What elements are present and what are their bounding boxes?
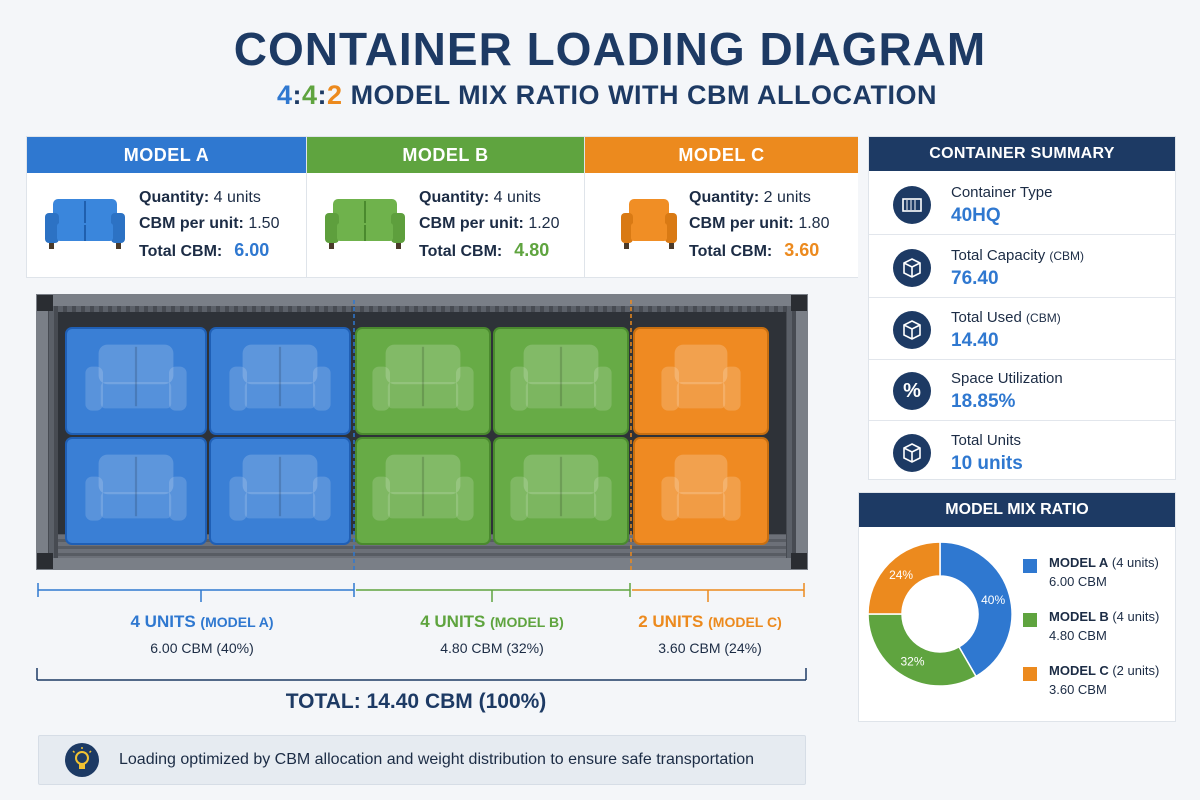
ratio-a: 4 (276, 80, 293, 110)
summary-row-utilization: % Space Utilization 18.85% (869, 359, 1175, 421)
model-card-title: MODEL B (307, 137, 584, 173)
sofa-icon (325, 199, 405, 249)
model-mix-panel: MODEL MIX RATIO 40%32%24% MODEL A (4 uni… (858, 492, 1176, 722)
model-card-title: MODEL C (585, 137, 858, 173)
qty-value: 4 units (213, 189, 261, 206)
summary-row-units: Total Units 10 units (869, 421, 1175, 479)
donut-slice (867, 613, 978, 687)
total-value: 3.60 (784, 240, 820, 260)
allocation-brackets (37, 583, 805, 602)
capacity-value: 76.40 (951, 268, 999, 289)
qty-value: 2 units (763, 189, 811, 206)
summary-title: CONTAINER SUMMARY (869, 137, 1175, 171)
cbm-label: CBM per unit: (689, 215, 794, 232)
mix-title: MODEL MIX RATIO (859, 493, 1175, 527)
cargo-box-b (493, 437, 629, 545)
total-value: 6.00 (234, 240, 270, 260)
donut-slice-label: 24% (889, 568, 913, 582)
container-summary-panel: CONTAINER SUMMARY Container Type 40HQ To… (868, 136, 1176, 480)
subtitle-text: MODEL MIX RATIO WITH CBM ALLOCATION (342, 80, 938, 110)
allocation-detail-b: 4.80 CBM (32%) (440, 640, 544, 656)
cbm-label: CBM per unit: (419, 215, 524, 232)
cargo-box-c (633, 327, 769, 435)
box-icon (893, 311, 931, 349)
allocation-detail-c: 3.60 CBM (24%) (658, 640, 762, 656)
total-label: Total CBM: (689, 243, 773, 260)
cbm-value: 1.50 (248, 215, 280, 232)
allocation-label-a: 4 UNITS (MODEL A) (130, 612, 274, 631)
units-value: 10 units (951, 453, 1023, 474)
total-label: Total CBM: (139, 243, 223, 260)
box-icon (893, 249, 931, 287)
total-bracket (36, 668, 807, 681)
summary-row-used: Total Used (CBM) 14.40 (869, 298, 1175, 360)
model-card-title: MODEL A (27, 137, 306, 173)
donut-slice-label: 32% (900, 655, 924, 669)
cbm-label: CBM per unit: (139, 215, 244, 232)
cargo-box-a (209, 327, 351, 435)
cargo-box-a (65, 437, 207, 545)
total-cbm: TOTAL: 14.40 CBM (100%) (285, 690, 547, 713)
ratio-c: 2 (327, 80, 343, 110)
cbm-value: 1.20 (528, 215, 560, 232)
donut-slice-label: 40% (981, 593, 1005, 607)
percent-icon: % (893, 372, 931, 410)
info-text: Loading optimized by CBM allocation and … (119, 751, 755, 768)
model-card-b: MODEL B Quantity: 4 units CBM per unit: … (306, 136, 584, 278)
container-diagram (36, 294, 808, 584)
model-card-c: MODEL C Quantity: 2 units CBM per unit: … (584, 136, 858, 278)
allocation-detail-a: 6.00 CBM (40%) (150, 640, 254, 656)
qty-label: Quantity: (419, 189, 490, 206)
sofa-icon (45, 199, 125, 249)
cargo-box-b (355, 437, 491, 545)
allocation-label-c: 2 UNITS (MODEL C) (638, 612, 782, 631)
used-value: 14.40 (951, 330, 999, 351)
info-banner: Loading optimized by CBM allocation and … (38, 735, 806, 785)
page-title: CONTAINER LOADING DIAGRAM (233, 23, 987, 75)
cargo-box-b (355, 327, 491, 435)
donut-slice (939, 541, 1013, 678)
total-value: 4.80 (514, 240, 550, 260)
model-card-a: MODEL A Quantity: 4 units CBM per unit: … (26, 136, 306, 278)
cargo-box-c (633, 437, 769, 545)
ratio-b: 4 (302, 80, 318, 110)
cargo-box-a (209, 437, 351, 545)
cargo-box-a (65, 327, 207, 435)
container-type-value: 40HQ (951, 205, 1001, 226)
box-icon (893, 434, 931, 472)
summary-row-type: Container Type 40HQ (869, 173, 1175, 235)
armchair-icon (621, 199, 677, 249)
qty-label: Quantity: (139, 189, 210, 206)
total-label: Total CBM: (419, 243, 503, 260)
container-icon (893, 186, 931, 224)
allocation-label-b: 4 UNITS (MODEL B) (420, 612, 564, 631)
qty-value: 4 units (493, 189, 541, 206)
lightbulb-icon (65, 743, 99, 777)
mix-donut-chart: 40% 32% 24% (867, 541, 1013, 687)
page-subtitle: 4:4:2 MODEL MIX RATIO WITH CBM ALLOCATIO… (276, 80, 938, 110)
cargo-box-b (493, 327, 629, 435)
summary-row-capacity: Total Capacity (CBM) 76.40 (869, 236, 1175, 298)
cbm-value: 1.80 (798, 215, 830, 232)
utilization-value: 18.85% (951, 391, 1016, 412)
donut-slice (867, 541, 941, 615)
qty-label: Quantity: (689, 189, 760, 206)
